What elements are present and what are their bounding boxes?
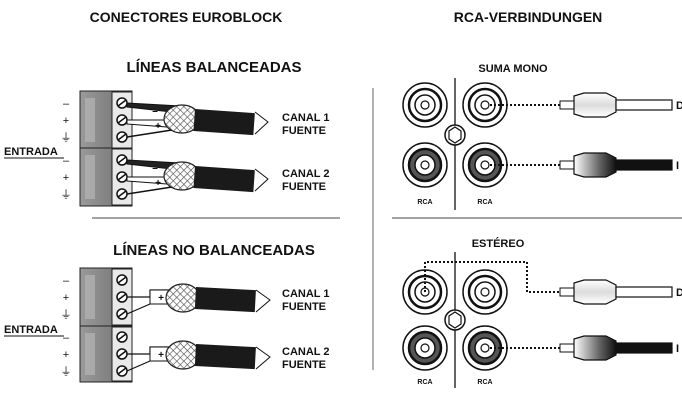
terminal-plus-2: + <box>63 172 69 184</box>
fuente-1-label: FUENTE <box>282 125 326 137</box>
rca-jack-stereo-bottom-left <box>402 325 448 371</box>
balanced-cable-1 <box>126 102 269 138</box>
rca-plug-left-mono <box>559 152 673 178</box>
unbalanced-cable-1 <box>126 283 271 315</box>
canal-1-label: CANAL 1 <box>282 112 329 124</box>
rca-jack-stereo-top-right <box>462 269 508 315</box>
mounting-screw-mono <box>444 124 466 146</box>
mono-heading: SUMA MONO <box>478 63 548 75</box>
wire-mark-plus-1: + <box>155 121 161 132</box>
plug-label-i-stereo: I <box>676 343 679 355</box>
fuente-2-label: FUENTE <box>282 181 326 193</box>
terminal-minus-4: – <box>63 332 70 344</box>
rca-jack-mono-top-right <box>462 82 508 128</box>
canal-4-label: CANAL 2 <box>282 346 329 358</box>
euroblock-connector-3 <box>79 267 133 327</box>
terminal-plus-4: + <box>63 349 69 361</box>
rca-plug-left-stereo <box>559 335 673 361</box>
entrada-label-unbalanced: ENTRADA <box>4 324 58 336</box>
rca-jack-mono-bottom-right <box>462 142 508 188</box>
wire-mark-plus-3: + <box>158 293 164 304</box>
rca-plug-right-mono <box>559 92 673 118</box>
stereo-dotted-wire-top <box>424 261 560 293</box>
wire-mark-plus-4: + <box>158 350 164 361</box>
terminal-ground-1: ⏚ <box>61 131 72 144</box>
terminal-ground-4: ⏚ <box>61 365 72 378</box>
rca-label-stereo-right: RCA <box>477 379 492 386</box>
terminal-plus-1: + <box>63 115 69 127</box>
terminal-minus-1: – <box>63 98 70 110</box>
balanced-heading: LÍNEAS BALANCEADAS <box>126 59 301 76</box>
wire-mark-plus-2: + <box>155 178 161 189</box>
mounting-screw-stereo <box>444 309 466 331</box>
euroblock-connector-1 <box>79 90 133 150</box>
canal-2-label: CANAL 2 <box>282 168 329 180</box>
euroblock-connector-4 <box>79 325 133 383</box>
terminal-minus-3: – <box>63 275 70 287</box>
canal-3-label: CANAL 1 <box>282 288 329 300</box>
rca-label-stereo-left: RCA <box>417 379 432 386</box>
balanced-cable-2 <box>126 159 269 195</box>
rca-jack-mono-top-left <box>402 82 448 128</box>
terminal-plus-3: + <box>63 292 69 304</box>
euroblock-connector-2 <box>79 147 133 207</box>
euroblock-title: CONECTORES EUROBLOCK <box>90 9 283 25</box>
rca-label-mono-left: RCA <box>417 199 432 206</box>
rca-label-mono-right: RCA <box>477 199 492 206</box>
plug-label-i-mono: I <box>676 160 679 172</box>
terminal-minus-2: – <box>63 155 70 167</box>
wire-mark-minus-2: – <box>152 163 158 174</box>
rca-jack-stereo-bottom-right <box>462 325 508 371</box>
rca-title: RCA-VERBINDUNGEN <box>454 9 603 25</box>
unbalanced-heading: LÍNEAS NO BALANCEADAS <box>113 242 315 259</box>
fuente-3-label: FUENTE <box>282 301 326 313</box>
rca-jack-mono-bottom-left <box>402 142 448 188</box>
entrada-label-balanced: ENTRADA <box>4 146 58 158</box>
fuente-4-label: FUENTE <box>282 359 326 371</box>
terminal-ground-3: ⏚ <box>61 308 72 321</box>
unbalanced-cable-2 <box>126 340 271 372</box>
rca-plug-right-stereo <box>559 279 673 305</box>
plug-label-d-stereo: D <box>676 287 682 299</box>
wire-mark-minus-1: – <box>152 106 158 117</box>
terminal-ground-2: ⏚ <box>61 188 72 201</box>
plug-label-d-mono: D <box>676 100 682 112</box>
stereo-heading: ESTÉREO <box>472 237 525 250</box>
